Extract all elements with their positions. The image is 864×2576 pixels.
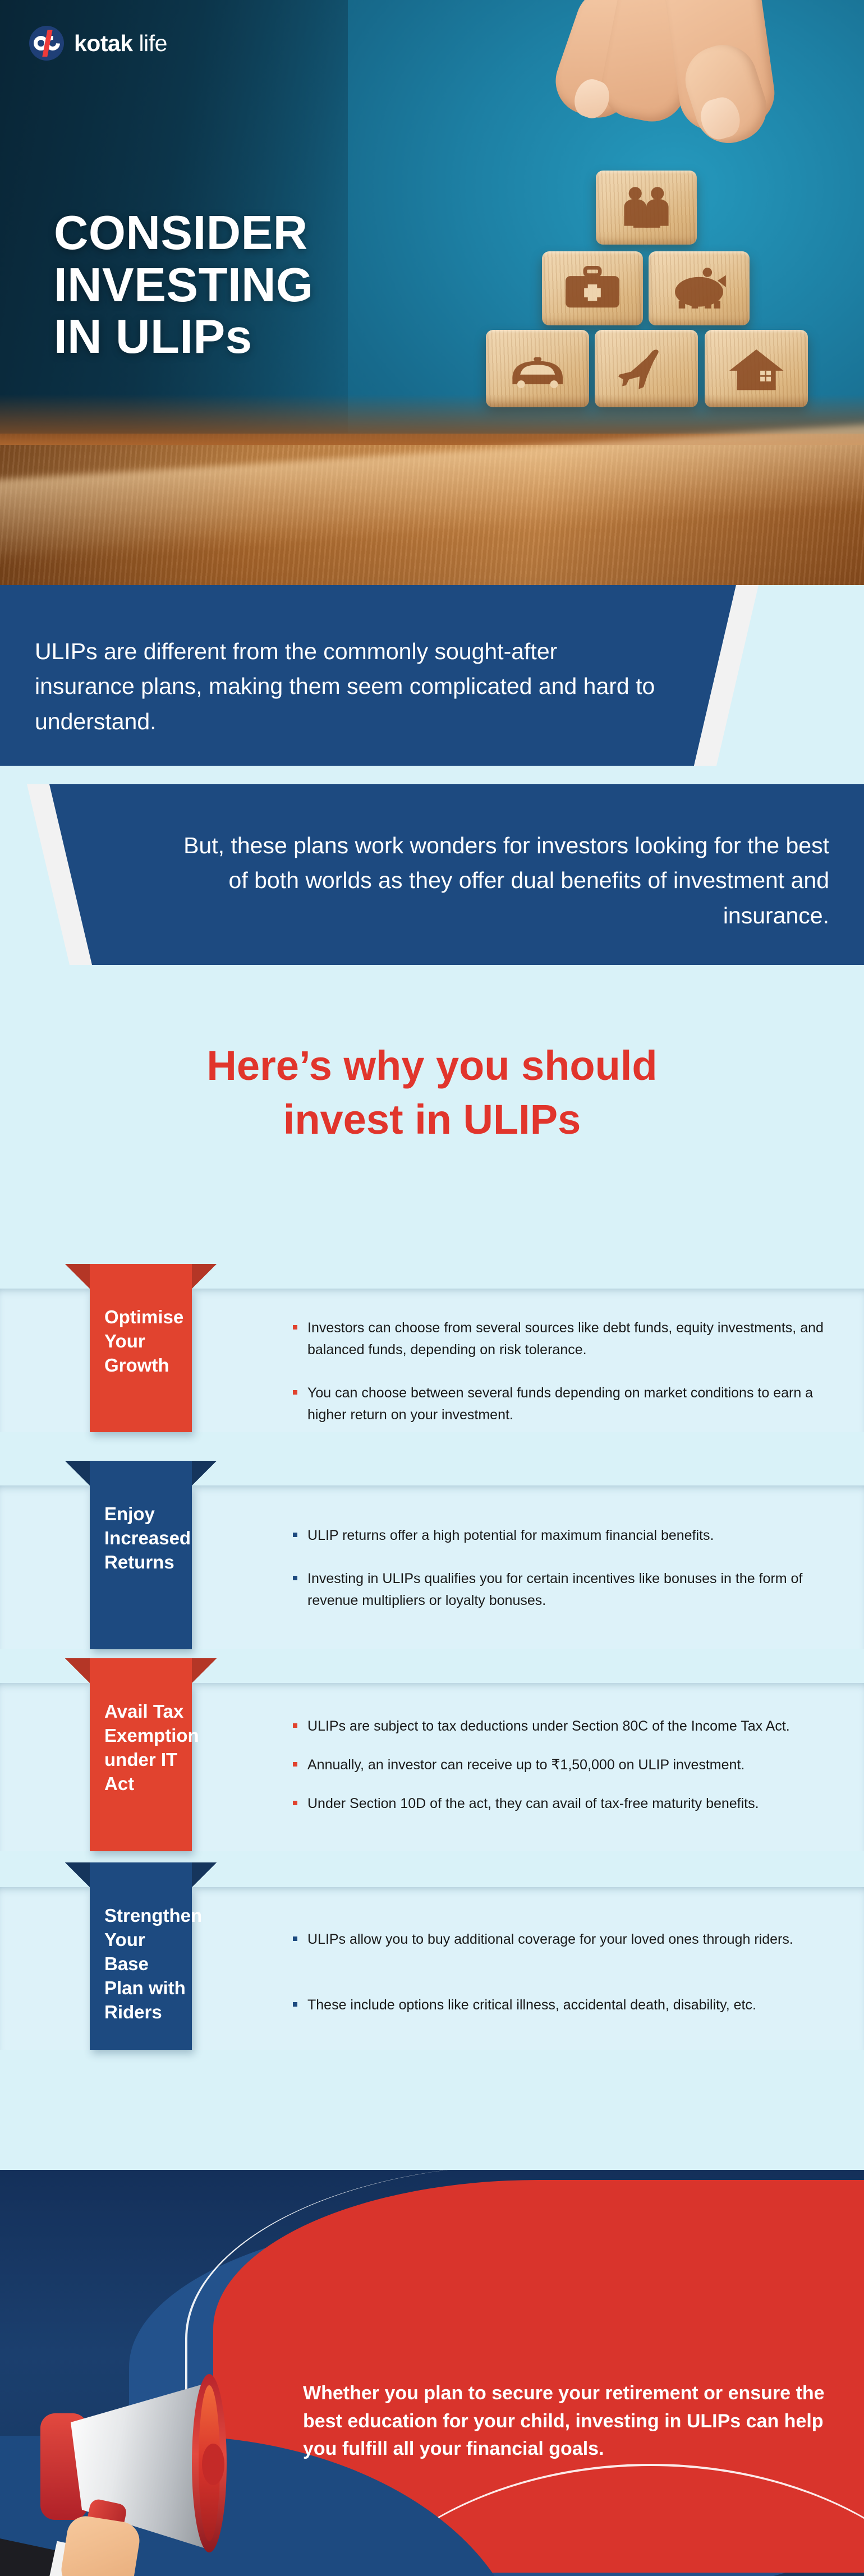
bullet-item: ULIPs are subject to tax deductions unde… <box>292 1715 830 1737</box>
benefit-card-2-title: Enjoy Increased Returns <box>104 1503 191 1572</box>
bullet-item: These include options like critical illn… <box>292 1994 830 2016</box>
benefit-card-3-ribbon: Avail Tax Exemption under IT Act <box>65 1658 217 1851</box>
bullet-item: Annually, an investor can receive up to … <box>292 1754 830 1776</box>
benefit-card-2-bullets: ULIP returns offer a high potential for … <box>292 1525 830 1612</box>
section-headline-line-1: Here’s why you should <box>206 1042 658 1089</box>
intro-banner-1-text: ULIPs are different from the commonly so… <box>35 638 655 734</box>
intro-banner-1 <box>0 585 736 766</box>
bullet-item: Investing in ULIPs qualifies you for cer… <box>292 1568 830 1612</box>
benefit-card-2-ribbon: Enjoy Increased Returns <box>65 1461 217 1649</box>
benefit-card-3-bullets: ULIPs are subject to tax deductions unde… <box>292 1715 830 1815</box>
bullet-item: Under Section 10D of the act, they can a… <box>292 1793 830 1815</box>
brand-logo[interactable]: kotak life <box>29 26 167 61</box>
piggy-bank-icon <box>649 251 750 325</box>
first-aid-kit-icon <box>542 251 643 325</box>
brand-name-light: life <box>139 30 168 56</box>
benefit-card-1-title: Optimise Your Growth <box>104 1307 184 1376</box>
hero-title-line-3: IN ULIPs <box>54 310 252 364</box>
benefit-card-4-bullets: ULIPs allow you to buy additional covera… <box>292 1929 830 2016</box>
benefit-card-1-ribbon: Optimise Your Growth <box>65 1264 217 1432</box>
megaphone-in-hand-icon <box>0 2374 252 2576</box>
footer-wave-line-top <box>185 2170 864 2576</box>
brand-name: kotak life <box>74 30 167 57</box>
hero-section: kotak life CONSIDER INVESTING IN ULIPs <box>0 0 864 585</box>
benefit-card-4-ribbon: Strengthen Your Base Plan with Riders <box>65 1862 217 2050</box>
page-title: CONSIDER INVESTING IN ULIPs <box>54 206 314 364</box>
hero-title-line-2: INVESTING <box>54 258 314 312</box>
hero-title-line-1: CONSIDER <box>54 206 308 260</box>
wooden-table-surface <box>0 394 864 585</box>
bullet-item: Investors can choose from several source… <box>292 1317 830 1361</box>
intro-banner-2 <box>47 784 864 965</box>
kotak-infinity-logo <box>29 26 64 61</box>
footer-message: Whether you plan to secure your retireme… <box>303 2382 825 2460</box>
benefit-card-4-title: Strengthen Your Base Plan with Riders <box>104 1905 203 2022</box>
footer-section: Whether you plan to secure your retireme… <box>0 2170 864 2576</box>
section-headline: Here’s why you should invest in ULIPs <box>0 1039 864 1147</box>
wooden-blocks-group <box>486 105 810 498</box>
bullet-item: ULIP returns offer a high potential for … <box>292 1525 830 1547</box>
bullet-item: ULIPs allow you to buy additional covera… <box>292 1929 830 1951</box>
brand-name-bold: kotak <box>74 30 133 56</box>
family-icon <box>596 171 697 245</box>
hand-placing-block-icon <box>546 0 797 168</box>
benefit-card-1-bullets: Investors can choose from several source… <box>292 1317 830 1426</box>
section-headline-line-2: invest in ULIPs <box>283 1096 581 1143</box>
benefit-card-3-title: Avail Tax Exemption under IT Act <box>104 1701 199 1794</box>
intro-banner-2-text: But, these plans work wonders for invest… <box>183 832 829 928</box>
bullet-item: You can choose between several funds dep… <box>292 1382 830 1426</box>
